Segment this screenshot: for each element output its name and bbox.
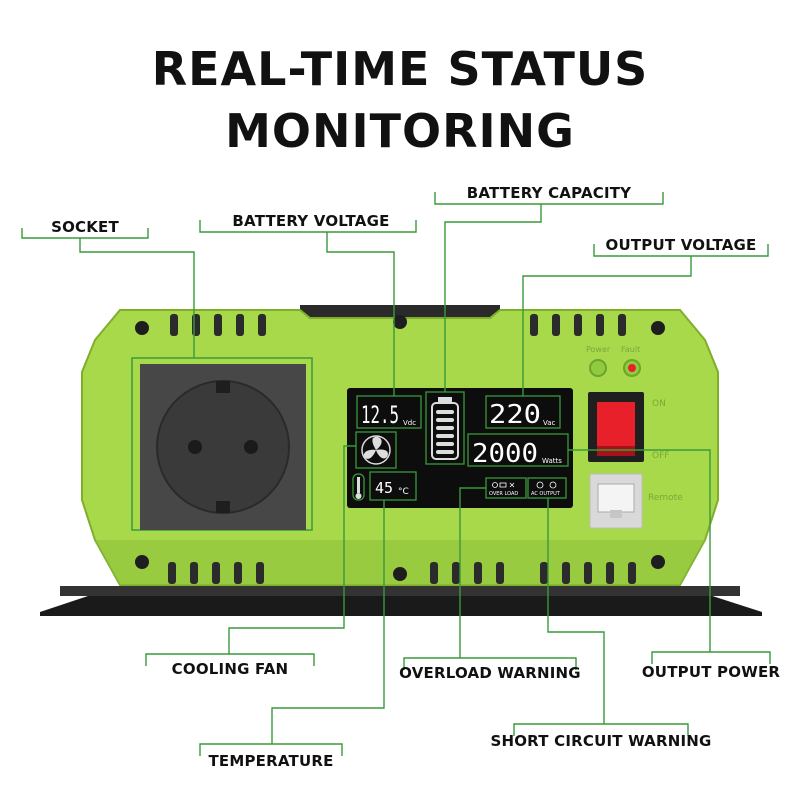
- fault-led-label: Fault: [621, 345, 640, 354]
- remote-port-label: Remote: [648, 493, 683, 503]
- callout-short-circuit-warning: SHORT CIRCUIT WARNING: [490, 732, 712, 750]
- mounting-plate-underside: [60, 586, 740, 596]
- callout-cooling-fan: COOLING FAN: [171, 660, 289, 678]
- callout-lines: [21, 192, 771, 756]
- socket-ground-top: [216, 381, 230, 393]
- thermometer-icon: [352, 473, 365, 501]
- output-voltage-value: 220: [489, 400, 541, 430]
- overload-label: OVER LOAD: [489, 491, 518, 497]
- overload-warning-icon: [492, 482, 515, 488]
- mounting-plate: [40, 592, 762, 616]
- callout-overload-warning: OVERLOAD WARNING: [399, 664, 581, 682]
- output-voltage-unit: Vac: [543, 419, 556, 427]
- power-switch-rocker[interactable]: [597, 402, 635, 446]
- temperature-value: 45: [375, 479, 393, 497]
- power-led: [589, 359, 607, 377]
- remote-port-clip: [610, 510, 622, 518]
- battery-voltage-value: 12.5: [361, 401, 399, 429]
- fan-icon: [355, 431, 397, 469]
- callout-socket: SOCKET: [51, 218, 119, 236]
- temperature-unit: °C: [398, 487, 409, 497]
- callout-battery-capacity: BATTERY CAPACITY: [466, 184, 632, 202]
- short-circuit-icon: [536, 481, 557, 489]
- output-power-unit: Watts: [542, 457, 562, 465]
- bottom-vents-left: [168, 562, 264, 584]
- screws: [135, 315, 665, 581]
- remote-port-jack: [597, 483, 635, 513]
- bottom-vents-right: [540, 562, 636, 584]
- socket-recess: [156, 380, 290, 514]
- power-led-label: Power: [586, 345, 611, 354]
- callout-output-voltage: OUTPUT VOLTAGE: [605, 236, 757, 254]
- fault-led-core: [628, 364, 636, 372]
- socket-pin-right: [244, 440, 258, 454]
- temperature-box: [369, 471, 417, 501]
- switch-on-label: ON: [652, 399, 666, 409]
- socket-pin-left: [188, 440, 202, 454]
- short-circuit-label: AC OUTPUT: [531, 491, 561, 497]
- battery-voltage-unit: Vdc: [403, 419, 416, 427]
- output-power-value: 2000: [472, 439, 538, 469]
- short-circuit-box: [527, 477, 567, 499]
- switch-off-label: OFF: [652, 451, 669, 461]
- body-shading: [95, 540, 705, 585]
- top-vents-right: [530, 314, 626, 336]
- socket-ground-bottom: [216, 501, 230, 513]
- headline-line-1: REAL-TIME STATUS: [151, 42, 649, 96]
- callout-temperature: TEMPERATURE: [208, 752, 334, 770]
- battery-voltage-box: [356, 395, 422, 429]
- callout-output-power: OUTPUT POWER: [641, 663, 781, 681]
- callout-battery-voltage: BATTERY VOLTAGE: [232, 212, 390, 230]
- bottom-vents-mid: [430, 562, 504, 584]
- headline-line-2: MONITORING: [225, 104, 575, 158]
- power-switch-rocker-bottom: [597, 446, 635, 456]
